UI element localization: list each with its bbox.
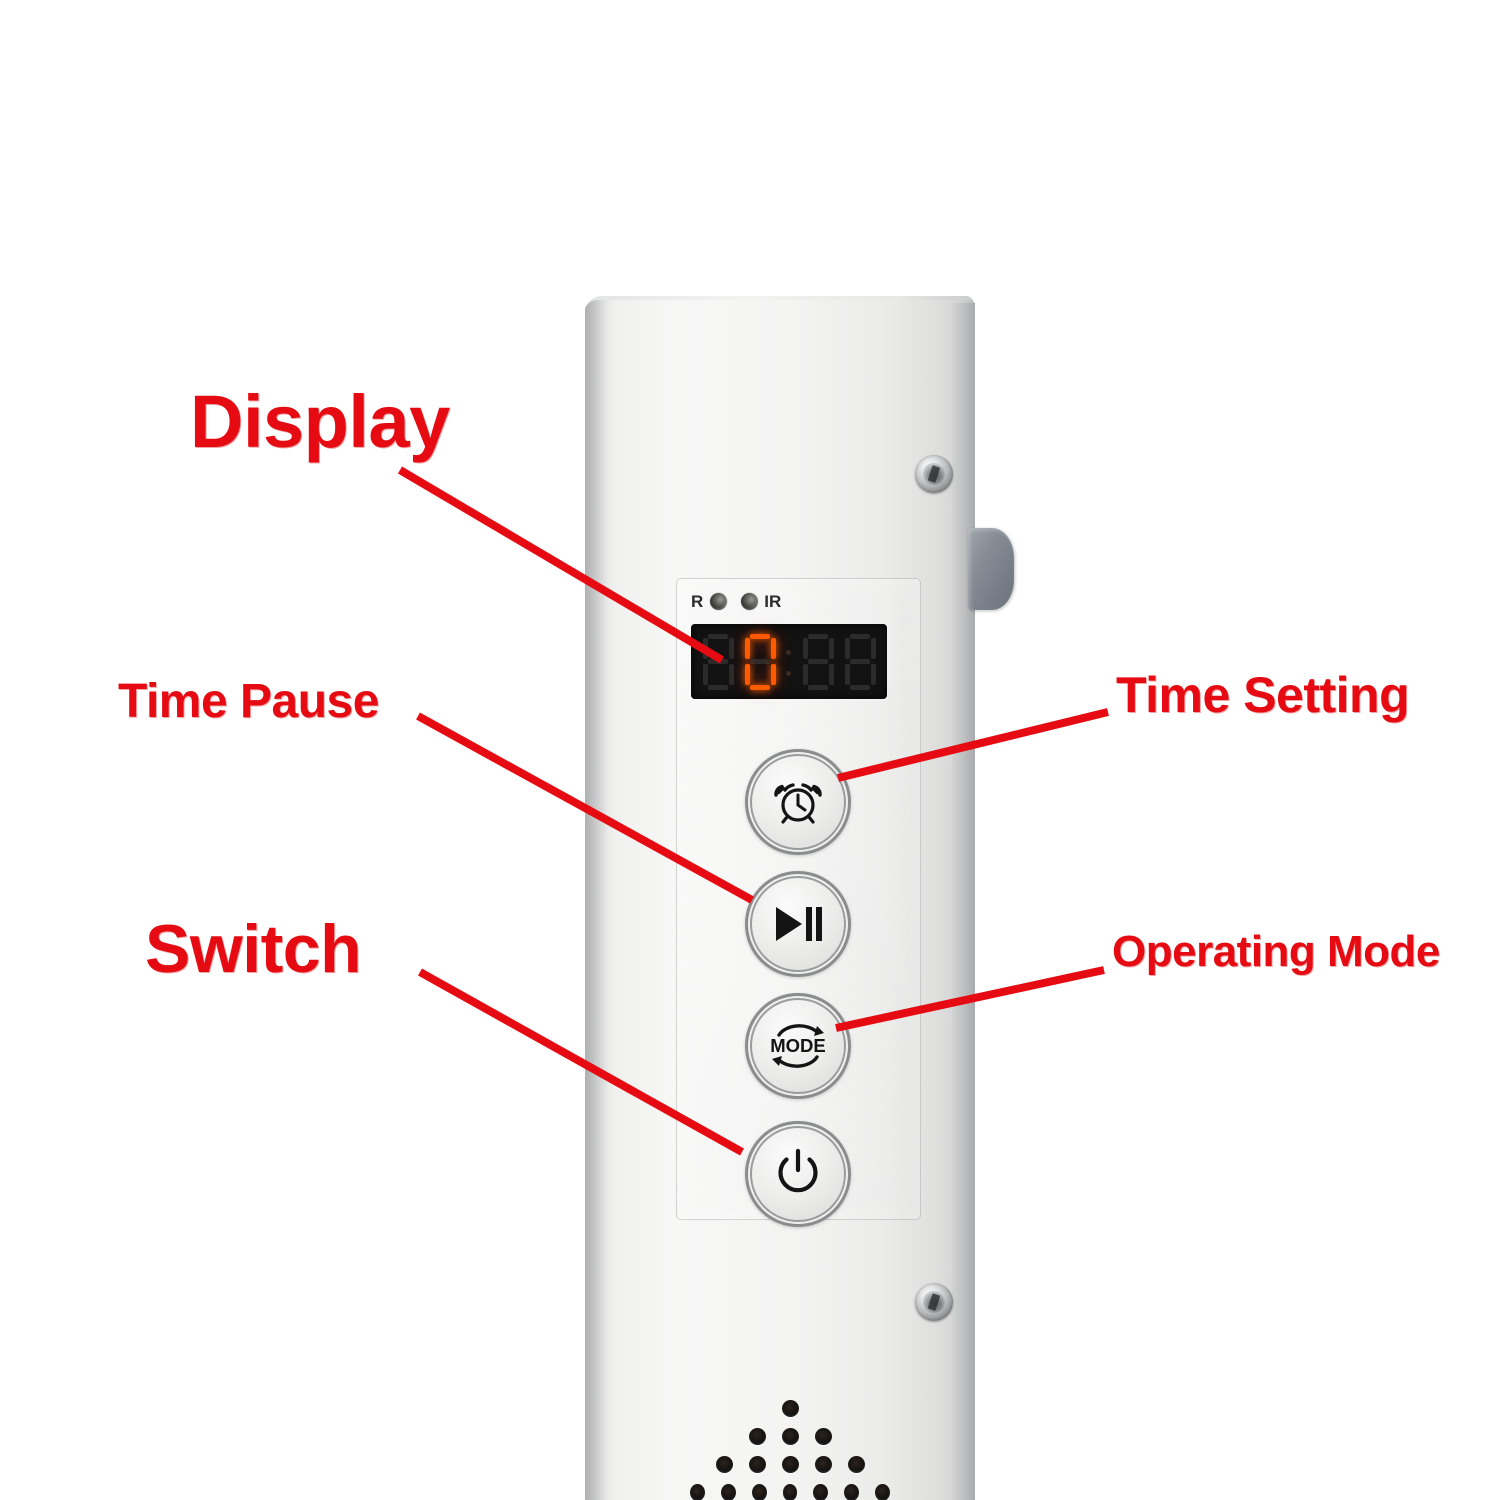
display-digit-3: [801, 633, 835, 690]
grille-row: [690, 1428, 890, 1445]
power-icon: [778, 1148, 818, 1193]
display-digit-1: [701, 633, 735, 690]
seven-segment-display: [691, 624, 887, 699]
display-colon: [785, 634, 793, 690]
grille-dot: [814, 1456, 832, 1473]
grille-dot: [715, 1456, 733, 1473]
grille-row: [690, 1484, 891, 1500]
speaker-grille: [690, 1400, 891, 1500]
side-knob[interactable]: [968, 528, 1014, 610]
grille-row: [690, 1400, 890, 1417]
screw-top-icon: [915, 455, 953, 493]
led-label-ir: IR: [764, 592, 782, 611]
grille-dot: [781, 1428, 799, 1445]
annotation-label-switch: Switch: [145, 911, 362, 987]
power-button[interactable]: [745, 1121, 851, 1227]
annotation-label-display: Display: [190, 380, 450, 463]
control-panel: R IR: [676, 578, 921, 1227]
led-label-r: R: [691, 592, 704, 611]
grille-dot: [847, 1456, 865, 1473]
annotation-label-operating-mode: Operating Mode: [1112, 927, 1440, 976]
display-digit-4: [843, 633, 877, 690]
grille-dot: [782, 1484, 798, 1500]
grille-dot: [814, 1428, 832, 1445]
grille-dot: [781, 1400, 799, 1417]
led-indicator-icon-r: [710, 593, 728, 610]
grille-dot: [720, 1484, 736, 1500]
mode-cycle-icon: MODE: [770, 1024, 826, 1068]
grille-dot: [690, 1484, 705, 1500]
grille-dot: [751, 1484, 767, 1500]
device-left-bevel: [585, 300, 607, 1500]
timer-button[interactable]: [745, 749, 851, 855]
play-pause-button[interactable]: [745, 871, 851, 977]
device-right-edge: [952, 303, 975, 1500]
display-digit-2: [743, 633, 777, 690]
grille-dot: [748, 1428, 766, 1445]
play-pause-icon: [776, 907, 822, 941]
alarm-clock-icon: [774, 783, 822, 824]
grille-dot: [748, 1456, 766, 1473]
grille-dot: [875, 1484, 891, 1500]
led-indicator-icon-ir: [741, 593, 759, 610]
annotation-label-time-pause: Time Pause: [118, 675, 379, 728]
mode-button[interactable]: MODE: [745, 993, 851, 1099]
annotation-label-time-setting: Time Setting: [1116, 667, 1410, 723]
grille-row: [690, 1456, 890, 1473]
grille-dot: [844, 1484, 860, 1500]
mode-button-label: MODE: [770, 1035, 826, 1056]
led-indicator-row: R IR: [691, 593, 781, 610]
grille-dot: [813, 1484, 829, 1500]
screw-bottom-icon: [915, 1283, 953, 1321]
grille-dot: [781, 1456, 799, 1473]
